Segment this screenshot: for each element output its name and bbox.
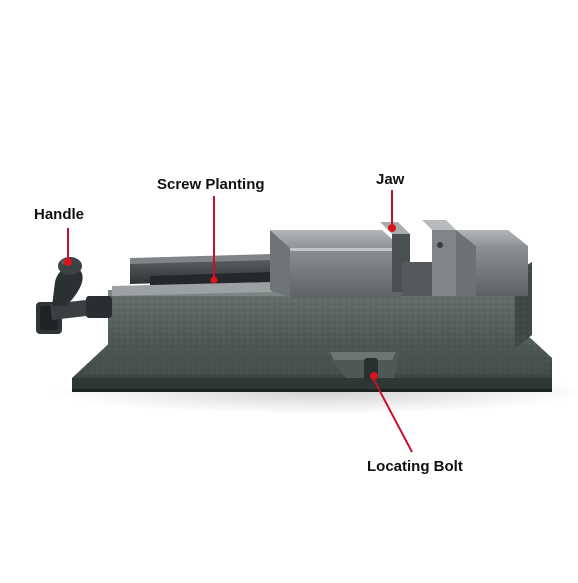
jaw-leader-dot <box>388 224 396 232</box>
locating-bolt-leader-dot <box>370 372 378 380</box>
handle-crank <box>36 257 112 334</box>
fixed-jaw <box>380 220 528 296</box>
label-jaw: Jaw <box>376 171 405 188</box>
movable-jaw-block <box>270 230 402 298</box>
screw-planting-leader-dot <box>210 276 218 284</box>
handle-leader-dot <box>64 258 72 266</box>
locating-bolt-leader-line <box>373 379 413 453</box>
label-screw-planting: Screw Planting <box>157 176 265 193</box>
label-locating-bolt: Locating Bolt <box>367 458 463 475</box>
guide-rail <box>112 254 272 296</box>
label-handle: Handle <box>34 206 85 223</box>
leader-lines <box>64 190 413 453</box>
